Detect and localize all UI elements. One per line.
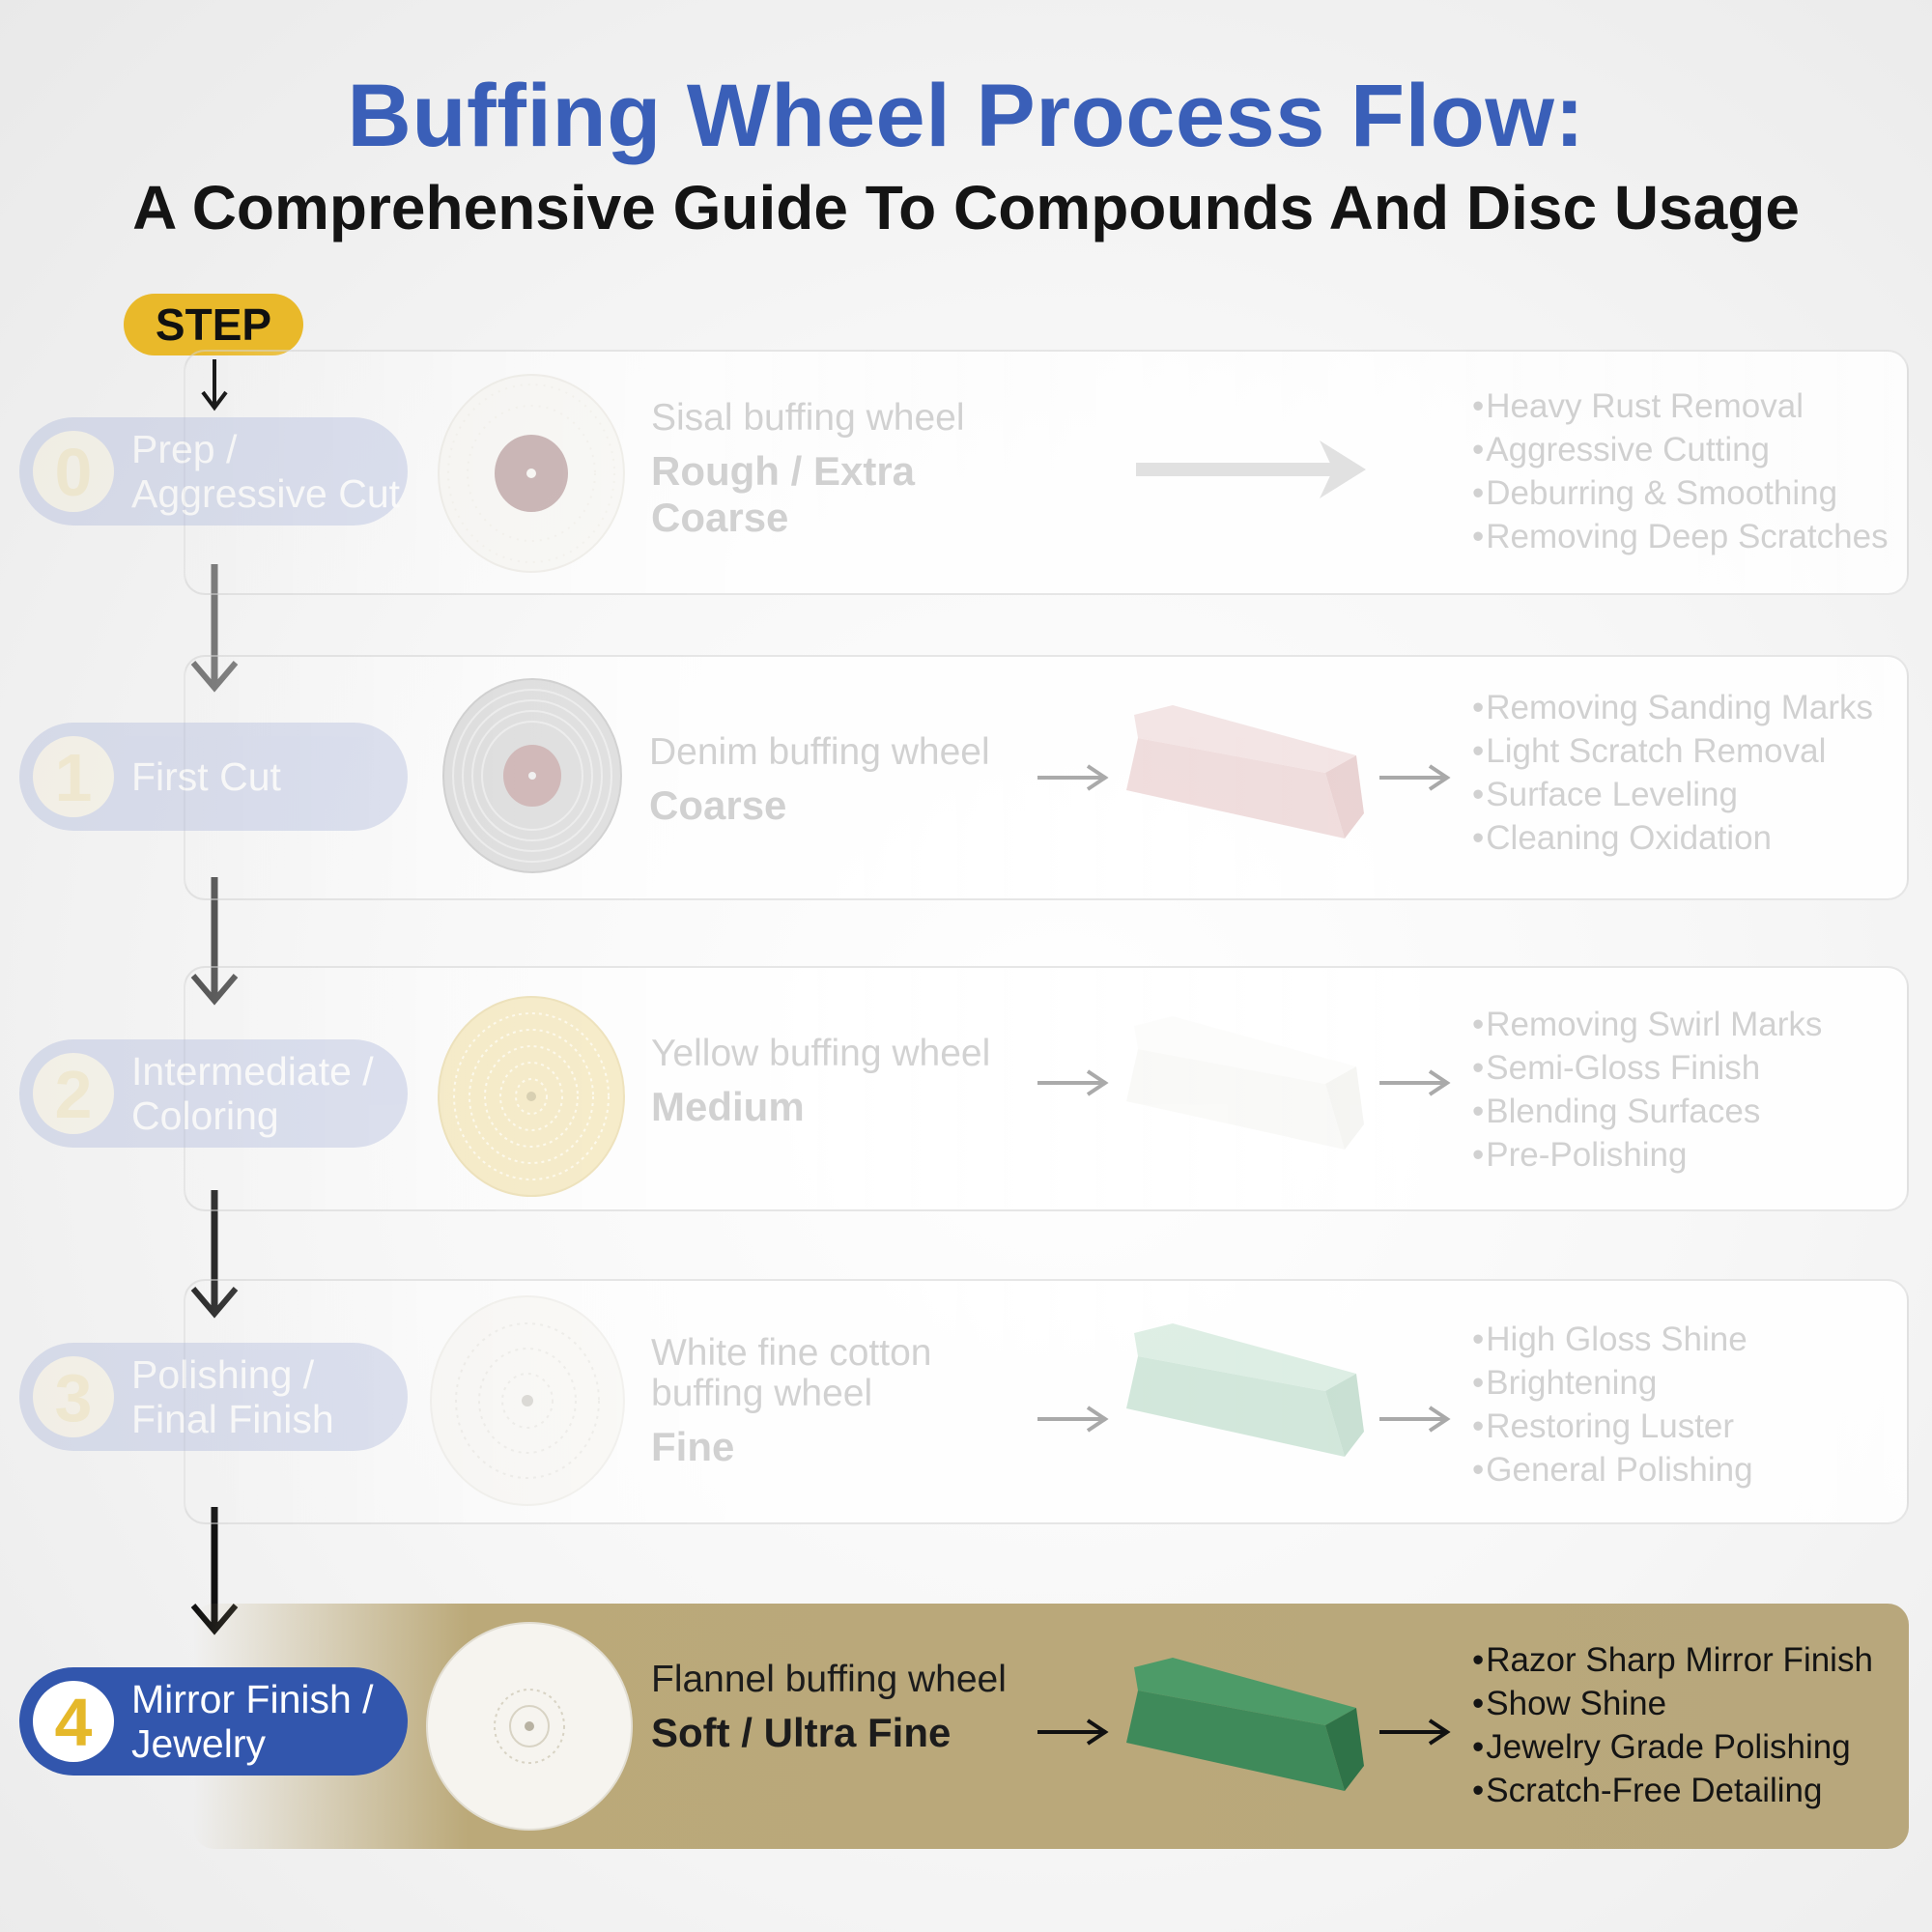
use-item: Razor Sharp Mirror Finish — [1472, 1638, 1873, 1682]
use-item: Cleaning Oxidation — [1472, 816, 1873, 860]
wheel-info: White fine cotton buffing wheel Fine — [651, 1333, 1018, 1470]
step-pill: 0 Prep / Aggressive Cut — [19, 417, 408, 526]
uses-list: Heavy Rust Removal Aggressive Cutting De… — [1472, 384, 1889, 558]
wheel-name: White fine cotton buffing wheel — [651, 1332, 932, 1414]
wheel-name: Denim buffing wheel — [649, 731, 990, 773]
step-badge: STEP — [124, 294, 303, 355]
step-number: 4 — [33, 1681, 114, 1762]
page-subtitle: A Comprehensive Guide To Compounds And D… — [132, 173, 1800, 242]
use-item: Semi-Gloss Finish — [1472, 1046, 1822, 1090]
wheel-grade: Medium — [651, 1084, 805, 1129]
step-number: 3 — [33, 1356, 114, 1437]
step-label: Prep / Aggressive Cut — [131, 427, 401, 516]
right-arrow-icon — [1379, 764, 1451, 791]
denim-wheel-icon — [442, 678, 622, 873]
sisal-wheel-icon — [438, 374, 625, 573]
step-pill: 4 Mirror Finish / Jewelry — [19, 1667, 408, 1776]
use-item: Deburring & Smoothing — [1472, 471, 1889, 515]
step-row-1: 1 First Cut Denim buffing wheel Coarse R… — [0, 655, 1932, 900]
use-item: High Gloss Shine — [1472, 1318, 1753, 1361]
wheel-grade: Coarse — [649, 782, 787, 828]
step-number: 1 — [33, 736, 114, 817]
uses-list: Removing Sanding Marks Light Scratch Rem… — [1472, 686, 1873, 860]
use-item: Restoring Luster — [1472, 1405, 1753, 1448]
yellow-wheel-icon — [438, 996, 625, 1197]
uses-list: High Gloss Shine Brightening Restoring L… — [1472, 1318, 1753, 1492]
step-label: Polishing / Final Finish — [131, 1352, 334, 1441]
uses-list: Razor Sharp Mirror Finish Show Shine Jew… — [1472, 1638, 1873, 1812]
step-row-4: 4 Mirror Finish / Jewelry Flannel buffin… — [0, 1604, 1932, 1849]
use-item: Aggressive Cutting — [1472, 428, 1889, 471]
step-pill: 1 First Cut — [19, 723, 408, 831]
right-arrow-icon — [1037, 1719, 1109, 1746]
use-item: Surface Leveling — [1472, 773, 1873, 816]
step-label: Intermediate / Coloring — [131, 1049, 374, 1138]
step-row-3: 3 Polishing / Final Finish White fine co… — [0, 1279, 1932, 1524]
wheel-info: Flannel buffing wheel Soft / Ultra Fine — [651, 1660, 1018, 1756]
step-row-0: 0 Prep / Aggressive Cut Sisal buffing wh… — [0, 350, 1932, 595]
right-arrow-icon — [1379, 1719, 1451, 1746]
use-item: Light Scratch Removal — [1472, 729, 1873, 773]
step-number: 0 — [33, 431, 114, 512]
step-row-2: 2 Intermediate / Coloring Yellow buffing… — [0, 966, 1932, 1211]
use-item: Blending Surfaces — [1472, 1090, 1822, 1133]
step-number: 2 — [33, 1053, 114, 1134]
use-item: Brightening — [1472, 1361, 1753, 1405]
wheel-grade: Soft / Ultra Fine — [651, 1710, 952, 1755]
cotton-wheel-icon — [430, 1295, 625, 1506]
right-arrow-icon — [1037, 764, 1109, 791]
use-item: General Polishing — [1472, 1448, 1752, 1492]
right-arrow-icon — [1379, 1406, 1451, 1433]
red-compound-bar-icon — [1126, 705, 1364, 838]
wheel-grade: Rough / Extra Coarse — [651, 448, 916, 540]
use-item: Removing Swirl Marks — [1472, 1003, 1822, 1046]
wheel-grade: Fine — [651, 1424, 735, 1469]
right-arrow-icon — [1037, 1406, 1109, 1433]
use-item: Heavy Rust Removal — [1472, 384, 1889, 428]
right-arrow-icon — [1379, 1069, 1451, 1096]
use-item: Show Shine — [1472, 1682, 1873, 1725]
wheel-info: Yellow buffing wheel Medium — [651, 1034, 1057, 1130]
right-arrow-icon — [1136, 440, 1366, 498]
step-pill: 3 Polishing / Final Finish — [19, 1343, 408, 1451]
wheel-info: Denim buffing wheel Coarse — [649, 732, 1055, 829]
use-item: Removing Deep Scratches — [1472, 515, 1888, 558]
wheel-name: Flannel buffing wheel — [651, 1659, 1007, 1700]
wheel-info: Sisal buffing wheel Rough / Extra Coarse — [651, 398, 1028, 541]
use-item: Scratch-Free Detailing — [1472, 1769, 1873, 1812]
step-label: Mirror Finish / Jewelry — [131, 1677, 374, 1766]
uses-list: Removing Swirl Marks Semi-Gloss Finish B… — [1472, 1003, 1822, 1177]
wheel-name: Sisal buffing wheel — [651, 397, 965, 439]
use-item: Jewelry Grade Polishing — [1472, 1725, 1873, 1769]
green-compound-bar-icon — [1126, 1323, 1364, 1457]
use-item: Pre-Polishing — [1472, 1133, 1822, 1177]
green-compound-bar-icon — [1126, 1658, 1364, 1791]
use-item: Removing Sanding Marks — [1472, 686, 1873, 729]
white-compound-bar-icon — [1126, 1016, 1364, 1150]
flannel-wheel-icon — [426, 1622, 633, 1831]
wheel-name: Yellow buffing wheel — [651, 1033, 991, 1074]
right-arrow-icon — [1037, 1069, 1109, 1096]
step-label: First Cut — [131, 754, 281, 799]
step-pill: 2 Intermediate / Coloring — [19, 1039, 408, 1148]
page-title: Buffing Wheel Process Flow: — [347, 67, 1585, 165]
